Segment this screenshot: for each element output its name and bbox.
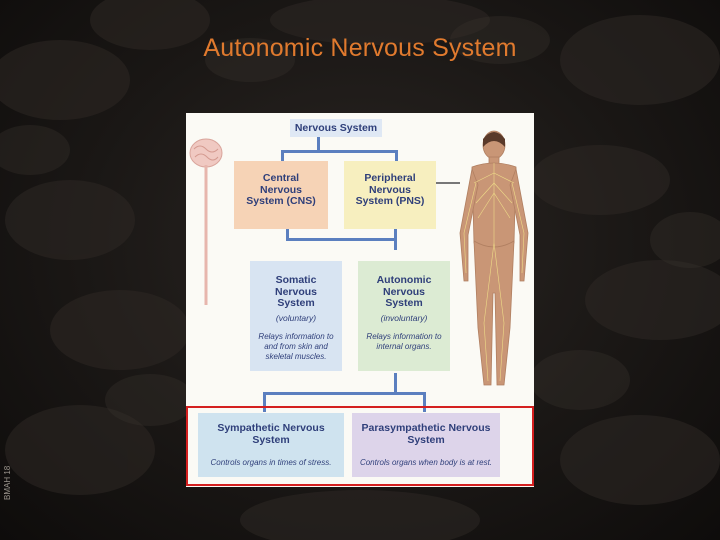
somatic-qualifier: (voluntary) xyxy=(275,312,317,323)
autonomic-description: Relays information to internal organs. xyxy=(366,331,442,351)
somatic-box: Somatic Nervous System (voluntary) Relay… xyxy=(250,261,342,371)
pns-box: Peripheral Nervous System (PNS) xyxy=(344,161,436,229)
somatic-description: Relays information to and from skin and … xyxy=(258,331,334,361)
autonomic-label: Autonomic Nervous System xyxy=(376,274,432,309)
slide-title: Autonomic Nervous System xyxy=(203,34,517,62)
parasympathetic-description: Controls organs when body is at rest. xyxy=(359,458,493,467)
side-code: BMAH 18 xyxy=(3,465,12,500)
brain-spinal-cord-illustration xyxy=(189,138,223,305)
cns-label: Central Nervous System (CNS) xyxy=(246,172,316,207)
highlight-box xyxy=(186,406,534,486)
sympathetic-description: Controls organs in times of stress. xyxy=(210,458,332,467)
autonomic-qualifier: (involuntary) xyxy=(380,312,428,323)
autonomic-box: Autonomic Nervous System (involuntary) R… xyxy=(358,261,450,371)
sympathetic-box: Sympathetic Nervous System Controls orga… xyxy=(198,413,344,477)
cns-box: Central Nervous System (CNS) xyxy=(234,161,328,229)
nervous-system-label: Nervous System xyxy=(294,122,378,134)
nervous-system-box: Nervous System xyxy=(290,119,382,137)
parasympathetic-box: Parasympathetic Nervous System Controls … xyxy=(352,413,500,477)
parasympathetic-label: Parasympathetic Nervous System xyxy=(361,422,491,446)
somatic-label: Somatic Nervous System xyxy=(274,274,317,309)
human-body-illustration xyxy=(459,130,529,386)
nervous-system-figure: Nervous System Central Nervous System (C… xyxy=(186,113,534,487)
sympathetic-label: Sympathetic Nervous System xyxy=(217,422,325,446)
pns-label: Peripheral Nervous System (PNS) xyxy=(355,172,425,207)
